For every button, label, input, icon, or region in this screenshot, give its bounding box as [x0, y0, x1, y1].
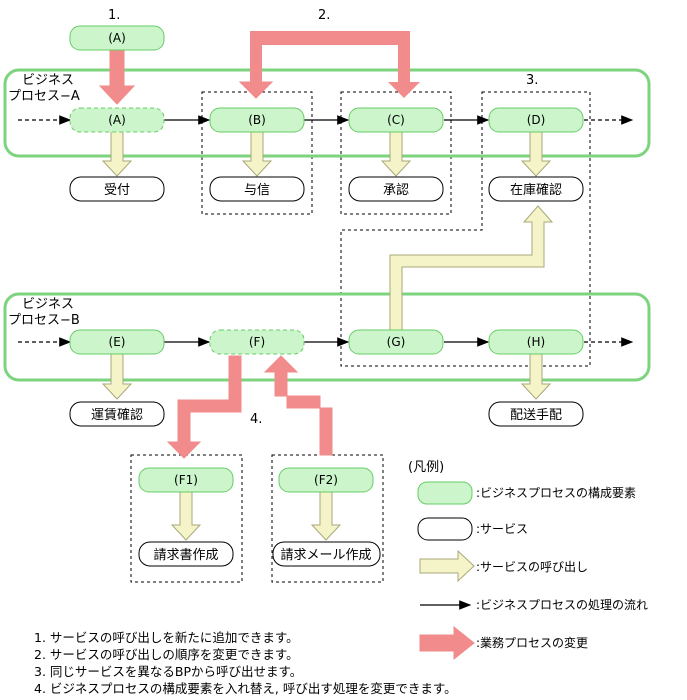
- bp-element-c-label: (C): [387, 113, 405, 127]
- bp-element-f1-label: (F1): [174, 473, 198, 487]
- service-uketsuke[interactable]: [69, 176, 165, 202]
- call-arrow-c: [380, 130, 412, 177]
- service-seikyusho-label: 請求書作成: [153, 548, 218, 563]
- service-shonin[interactable]: [348, 176, 444, 202]
- legend-service-label: :サービス: [476, 522, 528, 536]
- note-1: 1. サービスの呼び出しを新たに追加できます。: [34, 630, 299, 645]
- bp-element-a-new-label: (A): [108, 31, 126, 45]
- legend-bp-label: :ビジネスプロセスの構成要素: [476, 486, 636, 500]
- legend-change-arrow-icon: [419, 625, 475, 661]
- bp-element-e-label: (E): [109, 335, 126, 349]
- change-arrow-1: [98, 49, 136, 105]
- business-process-a: [3, 68, 651, 158]
- bp-element-g-label: (G): [387, 335, 406, 349]
- business-process-b: [3, 292, 651, 382]
- bp-element-b[interactable]: [209, 107, 305, 133]
- legend-call-label: :サービスの呼び出し: [476, 560, 588, 574]
- legend-service-swatch: [417, 517, 473, 541]
- bp-element-c[interactable]: [348, 107, 444, 133]
- step-2-label: 2.: [318, 8, 330, 23]
- service-seikyu-mail[interactable]: [272, 541, 381, 567]
- service-seikyusho[interactable]: [138, 541, 234, 567]
- bp-element-a-label: (A): [108, 113, 126, 127]
- service-shonin-label: 承認: [383, 182, 409, 198]
- service-haiso[interactable]: [488, 401, 584, 427]
- group-c: [340, 91, 452, 215]
- call-arrow-b: [241, 130, 273, 177]
- service-uketsuke-label: 受付: [104, 183, 130, 198]
- legend-title: (凡例): [408, 460, 444, 475]
- bp-element-a-new[interactable]: [69, 25, 165, 51]
- process-b-label-1: ビジネス: [22, 297, 74, 312]
- bp-element-a[interactable]: [69, 107, 165, 133]
- step-3-label: 3.: [526, 73, 538, 88]
- note-4: 4. ビジネスプロセスの構成要素を入れ替え, 呼び出す処理を変更できます。: [34, 681, 457, 696]
- service-zaiko-label: 在庫確認: [510, 182, 562, 198]
- note-2: 2. サービスの呼び出しの順序を変更できます。: [34, 647, 299, 662]
- service-unchin-label: 運賃確認: [91, 407, 143, 423]
- bp-element-e[interactable]: [69, 329, 165, 355]
- legend-change-label: :業務プロセスの変更: [476, 635, 588, 650]
- process-a-label-2: プロセス−A: [8, 89, 80, 104]
- call-arrow-e: [101, 353, 133, 400]
- service-unchin[interactable]: [69, 401, 165, 427]
- legend-call-arrow-icon: [419, 549, 475, 583]
- legend-bp-swatch: [417, 481, 473, 505]
- service-labels: 受付 与信 承認 在庫確認 運賃確認 配送手配 請求書作成 請求メール作成: [91, 182, 562, 563]
- legend-flow-label: :ビジネスプロセスの処理の流れ: [476, 598, 648, 612]
- call-arrow-g-to-d: [389, 205, 554, 332]
- bp-element-f[interactable]: [209, 329, 305, 355]
- bp-element-f2-label: (F2): [314, 473, 338, 487]
- call-arrow-f2: [310, 491, 342, 541]
- note-3: 3. 同じサービスを異なるBPから呼び出せます。: [34, 664, 303, 679]
- service-yoshin-label: 与信: [244, 183, 270, 198]
- group-d-g: [340, 91, 591, 367]
- bp-element-d-label: (D): [527, 113, 546, 127]
- service-call-arrows: [101, 130, 554, 541]
- change-arrow-2-tip: [238, 81, 274, 99]
- call-arrow-a: [101, 130, 133, 177]
- bp-element-f-label: (F): [249, 335, 265, 349]
- bp-element-f2[interactable]: [278, 467, 374, 493]
- change-arrow-4-out: [166, 355, 242, 459]
- service-seikyu-mail-label: 請求メール作成: [280, 548, 371, 563]
- process-a-label-1: ビジネス: [22, 73, 74, 88]
- service-yoshin[interactable]: [209, 176, 305, 202]
- services: [69, 176, 584, 567]
- process-b-label-2: プロセス−B: [8, 313, 80, 328]
- service-haiso-label: 配送手配: [510, 408, 562, 423]
- flow-lines: [18, 115, 634, 347]
- call-arrow-f1: [170, 491, 202, 541]
- step-1-label: 1.: [108, 8, 120, 23]
- change-arrow-4-in: [263, 355, 333, 456]
- change-arrows: [98, 31, 420, 459]
- bp-element-d[interactable]: [488, 107, 584, 133]
- bp-element-h[interactable]: [488, 329, 584, 355]
- step-4-label: 4.: [250, 412, 262, 427]
- bp-element-h-label: (H): [527, 335, 545, 349]
- service-zaiko[interactable]: [488, 176, 584, 202]
- change-arrow-2-left: [250, 31, 420, 98]
- bp-element-g[interactable]: [348, 329, 444, 355]
- bp-element-b-label: (B): [248, 113, 266, 127]
- call-arrow-h: [520, 353, 552, 400]
- bp-element-f1[interactable]: [138, 467, 234, 493]
- legend: (凡例) :ビジネスプロセスの構成要素 :サービス :サービスの呼び出し :ビジ…: [408, 460, 648, 661]
- call-arrow-d: [520, 130, 552, 177]
- bp-elements: (A) (A) (B) (C) (D) (E) (F) (G) (H) (F1)…: [69, 25, 584, 493]
